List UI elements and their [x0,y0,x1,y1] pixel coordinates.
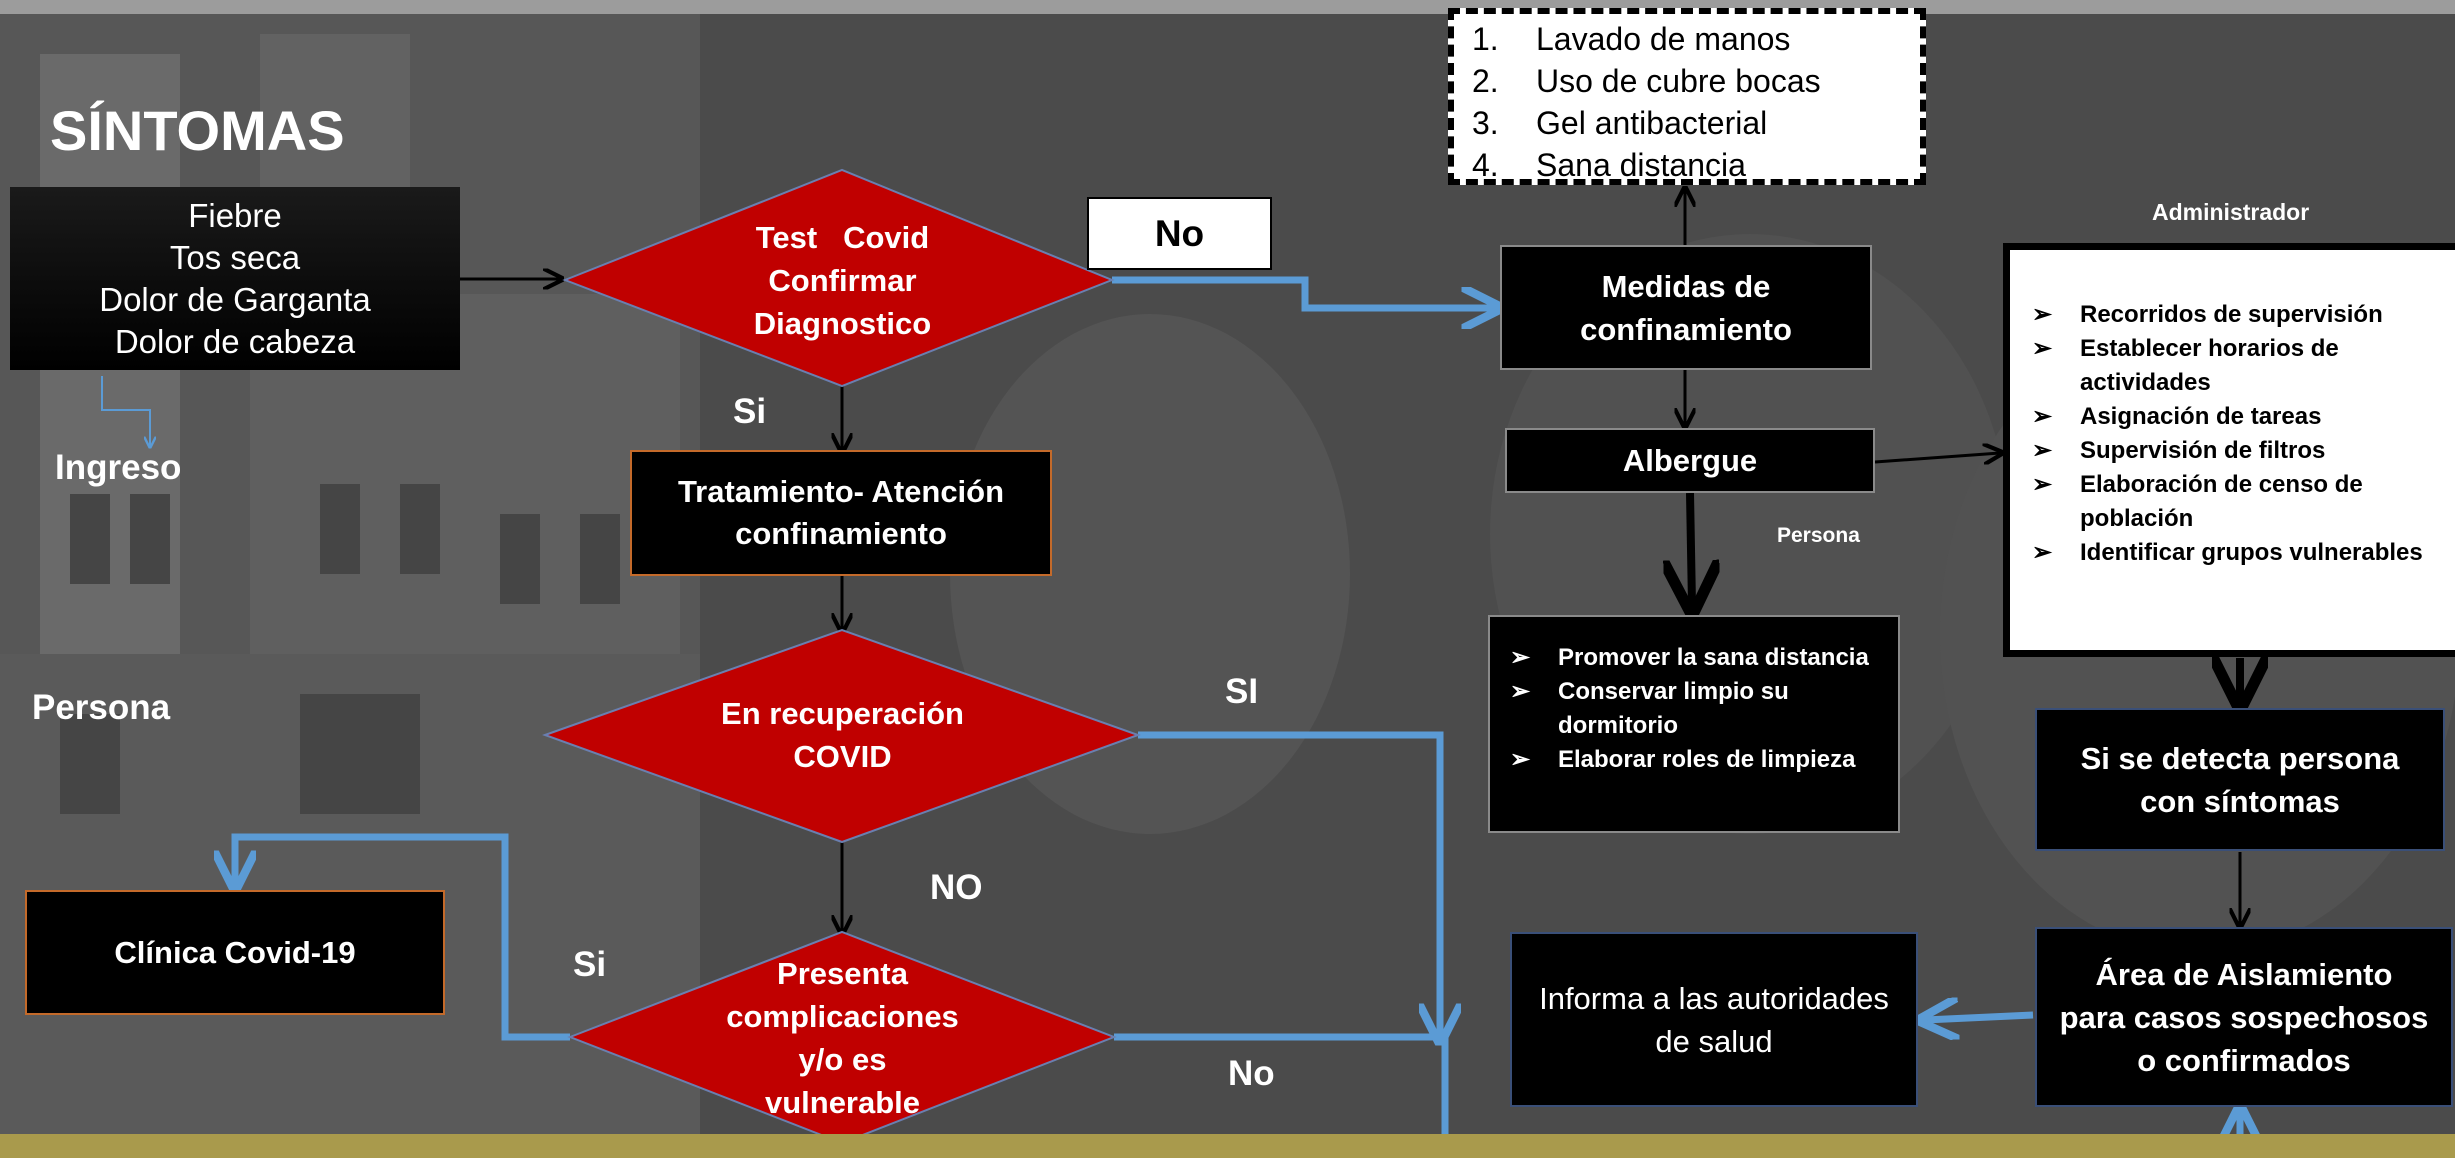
medidas-list-item: 1.Lavado de manos [1472,21,1791,57]
persona-role-label: Persona [1777,524,1860,547]
box-text-line: confinamiento [735,516,947,551]
box-text-line: Medidas de [1601,268,1771,304]
decision-text-line: Confirmar [768,262,917,298]
sintoma-item: Tos seca [169,238,301,276]
tratamiento-box: Tratamiento- Atención confinamiento [630,450,1052,576]
sintomas-box: Fiebre Tos seca Dolor de Garganta Dolor … [10,187,460,370]
admin-task-item: Asignación de tareas [2032,400,2451,434]
decision-text-line: COVID [793,739,892,774]
sintoma-item: Fiebre [188,196,282,234]
box-text-line: o confirmados [2137,1042,2351,1078]
bottom-bar [0,1134,2455,1158]
box-text-line: para casos sospechosos [2059,999,2429,1035]
decision-complicaciones [567,930,1117,1145]
decision-test-covid [562,168,1115,388]
si-label-complicaciones: Si [573,945,607,984]
no-label-recuperacion: NO [930,868,983,907]
box-text-line: Tratamiento- Atención [677,474,1005,509]
si-label-recuperacion: SI [1225,672,1259,711]
area-aislamiento-box: Área de Aislamiento para casos sospechos… [2035,927,2453,1107]
box-text-line: confinamiento [1580,311,1792,347]
decision-test-text: Test Covid Confirmar Diagnostico [680,210,1005,350]
persona-action-item: Promover la sana distancia [1510,641,1884,675]
admin-task-item: Recorridos de supervisión [2032,298,2451,332]
admin-task-item: Establecer horarios de actividades [2032,332,2451,400]
no-label-complicaciones: No [1228,1054,1275,1093]
decision-complicaciones-text: Presenta complicaciones y/o es vulnerabl… [680,950,1005,1125]
decision-text-line: y/o es [798,1041,887,1077]
no-label-box: No [1087,197,1272,270]
medidas-confinamiento-box: Medidas de confinamiento [1500,245,1872,370]
page-title: SÍNTOMAS [50,99,345,162]
box-text-line: Área de Aislamiento [2095,956,2393,992]
sintoma-item: Dolor de cabeza [114,322,356,360]
detecta-sintomas-box: Si se detecta persona con síntomas [2035,708,2445,851]
box-text-line: Si se detecta persona [2080,740,2400,776]
decision-text-line: En recuperación [721,696,964,731]
decision-text-line: Presenta [777,955,908,991]
medidas-list: 1.Lavado de manos 2.Uso de cubre bocas 3… [1472,18,1900,186]
admin-tasks-box: Recorridos de supervisión Establecer hor… [2003,243,2455,657]
informa-autoridades-box: Informa a las autoridades de salud [1510,932,1918,1107]
persona-action-item: Elaborar roles de limpieza [1510,743,1884,777]
admin-task-item: Supervisión de filtros [2032,434,2451,468]
persona-actions-list: Promover la sana distancia Conservar lim… [1510,641,1884,777]
decision-text-line: complicaciones [726,998,959,1034]
sintoma-item: Dolor de Garganta [99,280,371,318]
box-text-line: con síntomas [2140,783,2340,819]
persona-action-item: Conservar limpio su dormitorio [1510,675,1884,743]
decision-text-line: Test Covid [755,219,930,255]
persona-label: Persona [32,688,171,727]
decision-recuperacion-text: En recuperación COVID [680,690,1005,780]
medidas-list-item: 3.Gel antibacterial [1472,105,1768,141]
admin-task-item: Elaboración de censo de población [2032,468,2451,536]
medidas-list-item: 4.Sana distancia [1472,147,1746,183]
admin-tasks-list: Recorridos de supervisión Establecer hor… [2032,298,2451,570]
si-label-test: Si [733,392,767,431]
decision-text-line: vulnerable [764,1084,921,1120]
ingreso-label: Ingreso [55,448,182,487]
administrador-label: Administrador [2152,199,2310,225]
albergue-box: Albergue [1505,428,1875,493]
box-text-line: Informa a las autoridades [1539,980,1889,1016]
decision-text-line: Diagnostico [753,305,932,341]
box-text-line: de salud [1655,1023,1773,1059]
clinica-covid-box: Clínica Covid-19 [25,890,445,1015]
persona-actions-box: Promover la sana distancia Conservar lim… [1488,615,1900,833]
admin-task-item: Identificar grupos vulnerables [2032,536,2451,570]
decision-en-recuperacion [542,628,1141,844]
medidas-list-box: 1.Lavado de manos 2.Uso de cubre bocas 3… [1448,8,1926,185]
medidas-list-item: 2.Uso de cubre bocas [1472,63,1821,99]
